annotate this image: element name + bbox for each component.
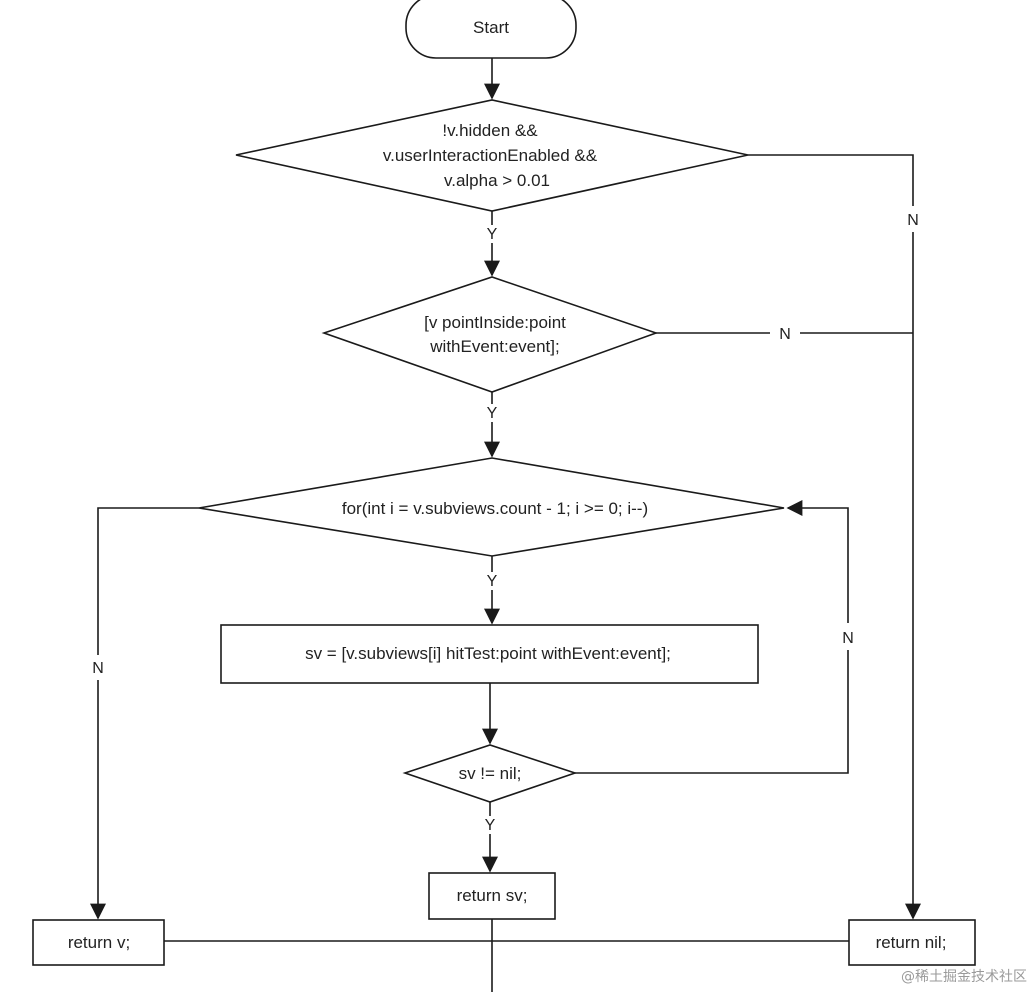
- edge-sv-no-back: [786, 500, 849, 623]
- return-nil-box: [848, 919, 976, 966]
- edge-label-inside-yes: Y: [487, 405, 498, 422]
- return-nil-label: return nil;: [876, 933, 947, 952]
- edge-sv-no-up: [575, 650, 849, 774]
- loop-label: for(int i = v.subviews.count - 1; i >= 0…: [342, 499, 648, 518]
- start-label: Start: [473, 18, 509, 37]
- check-visible-line-1: !v.hidden &&: [442, 121, 538, 140]
- edge-label-loop-yes: Y: [487, 573, 498, 590]
- return-sv-label: return sv;: [457, 886, 528, 905]
- start-node: [405, 0, 577, 59]
- edge-label-sv-no: N: [842, 630, 854, 647]
- check-visible-line-3: v.alpha > 0.01: [444, 171, 550, 190]
- sv-check-label: sv != nil;: [459, 764, 522, 783]
- edge-loop-no-left: [97, 507, 199, 655]
- edge-label-check-yes: Y: [487, 226, 498, 243]
- point-inside-line-1: [v pointInside:point: [424, 313, 566, 332]
- return-v-box: [32, 919, 165, 966]
- point-inside-decision: [321, 276, 659, 393]
- edge-label-sv-yes: Y: [485, 817, 496, 834]
- return-v-label: return v;: [68, 933, 130, 952]
- watermark: @稀土掘金技术社区: [901, 969, 1027, 985]
- hit-test-process: [220, 624, 759, 684]
- return-sv-box: [428, 872, 556, 920]
- edge-label-check-no: N: [907, 212, 919, 229]
- point-inside-line-2: withEvent:event];: [429, 337, 559, 356]
- edge-label-loop-no: N: [92, 660, 104, 677]
- check-visible-line-2: v.userInteractionEnabled &&: [383, 146, 598, 165]
- edge-label-inside-no: N: [779, 326, 791, 343]
- loop-decision: [198, 457, 785, 557]
- edge-check-no: [748, 154, 914, 206]
- hit-test-label: sv = [v.subviews[i] hitTest:point withEv…: [305, 644, 671, 663]
